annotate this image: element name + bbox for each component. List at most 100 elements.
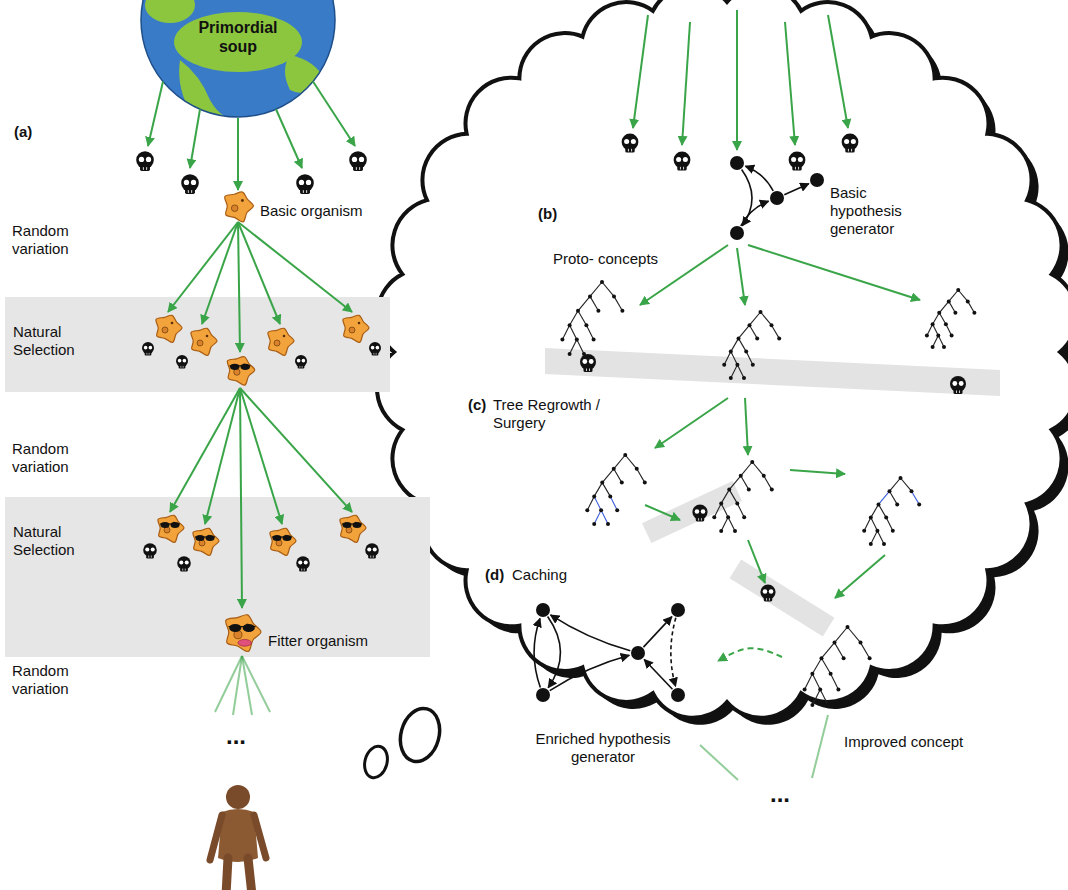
skull-icon (297, 359, 301, 363)
thought-cloud (377, 0, 1068, 718)
organism-figure (193, 528, 219, 555)
hypothesis-graph (548, 617, 561, 688)
skull-icon (624, 139, 629, 144)
skull-icon (301, 569, 302, 571)
skull-icon (376, 346, 380, 350)
concept-tree (623, 453, 627, 457)
concept-tree (750, 312, 761, 325)
concept-tree (810, 703, 814, 707)
variation-arrow (313, 82, 355, 146)
skull-icon (306, 190, 307, 193)
concept-tree (596, 309, 600, 313)
connector-arrow (718, 648, 782, 661)
concept-tree (752, 462, 764, 476)
concept-tree (731, 352, 738, 365)
concept-tree (931, 345, 935, 349)
skull-icon (188, 190, 189, 193)
variation-arrow (240, 388, 282, 524)
concept-tree (570, 311, 578, 325)
hypothesis-graph (534, 603, 685, 702)
skull-icon (139, 157, 144, 162)
skull-icon (185, 569, 186, 571)
skull-icon (369, 342, 381, 356)
skull-icon (185, 561, 189, 565)
organism-figure (191, 328, 217, 355)
skull-icon (376, 353, 377, 355)
skull-icon (791, 157, 796, 162)
organism-figure (196, 535, 205, 541)
variation-arrow (276, 109, 302, 168)
organism-figure (206, 535, 215, 541)
skull-icon (146, 157, 151, 162)
selection-band: Natural SelectionFitter organism (5, 497, 430, 657)
concept-tree (599, 508, 603, 512)
organism-figure (191, 328, 217, 355)
skull-icon (368, 553, 376, 559)
skull-icon (692, 504, 707, 521)
concept-tree (735, 501, 739, 505)
concept-tree (836, 687, 840, 691)
concept-tree (812, 658, 821, 674)
organism-figure (229, 624, 241, 632)
skull-icon (151, 556, 152, 558)
node-text: Fitter organism (268, 632, 390, 650)
concept-tree (612, 467, 616, 471)
concept-tree (869, 516, 873, 520)
hypothesis-graph (671, 688, 685, 702)
organism-figure (241, 364, 250, 370)
concept-tree (612, 294, 616, 298)
skull-icon (792, 163, 801, 170)
skull-icon (701, 518, 702, 520)
concept-tree (726, 515, 730, 519)
organism-figure (225, 192, 254, 222)
panel-letter: (d) (485, 566, 504, 584)
concept-tree (871, 504, 879, 517)
variation-arrow (238, 222, 280, 324)
concept-tree (712, 460, 774, 533)
concept-tree (748, 323, 752, 327)
skull-icon (177, 556, 191, 571)
concept-tree (739, 325, 750, 338)
concept-tree (835, 643, 844, 659)
concept-tree (560, 280, 624, 356)
globe-figure (179, 60, 235, 125)
organism-figure (158, 515, 184, 542)
concept-tree (590, 282, 602, 296)
graph-figure (488, 595, 718, 710)
concept-tree (810, 672, 814, 676)
concept-tree (620, 481, 624, 485)
skull-icon (365, 543, 379, 558)
hypothesis-graph (534, 618, 540, 687)
skull-icon (299, 566, 307, 572)
concept-tree (803, 687, 807, 691)
concept-tree (831, 674, 839, 690)
variation-arrow (737, 248, 745, 305)
hypothesis-graph (536, 603, 550, 617)
concept-tree (570, 340, 577, 354)
concept-tree (729, 490, 737, 504)
hypothesis-graph (730, 156, 744, 170)
organism-figure (270, 528, 296, 555)
concept-tree (939, 301, 949, 312)
skull-icon (302, 366, 303, 368)
concept-tree (719, 529, 723, 533)
globe-figure (145, 0, 195, 23)
skull-icon (146, 353, 147, 355)
organism-figure (226, 615, 261, 652)
concept-tree (600, 280, 604, 284)
variation-arrow (242, 656, 270, 712)
concept-tree (770, 323, 774, 327)
organism-figure (268, 328, 294, 355)
hypothesis-graph (671, 618, 676, 687)
concept-tree (731, 365, 738, 378)
skull-icon (763, 589, 768, 594)
globe-figure (141, 0, 335, 117)
skull-icon (766, 598, 767, 600)
panel-letter: (b) (538, 205, 557, 223)
skull-icon (625, 145, 634, 152)
concept-tree (741, 476, 749, 490)
skull-icon (140, 163, 150, 171)
skull-icon (845, 145, 854, 152)
skull-icon (143, 543, 157, 558)
